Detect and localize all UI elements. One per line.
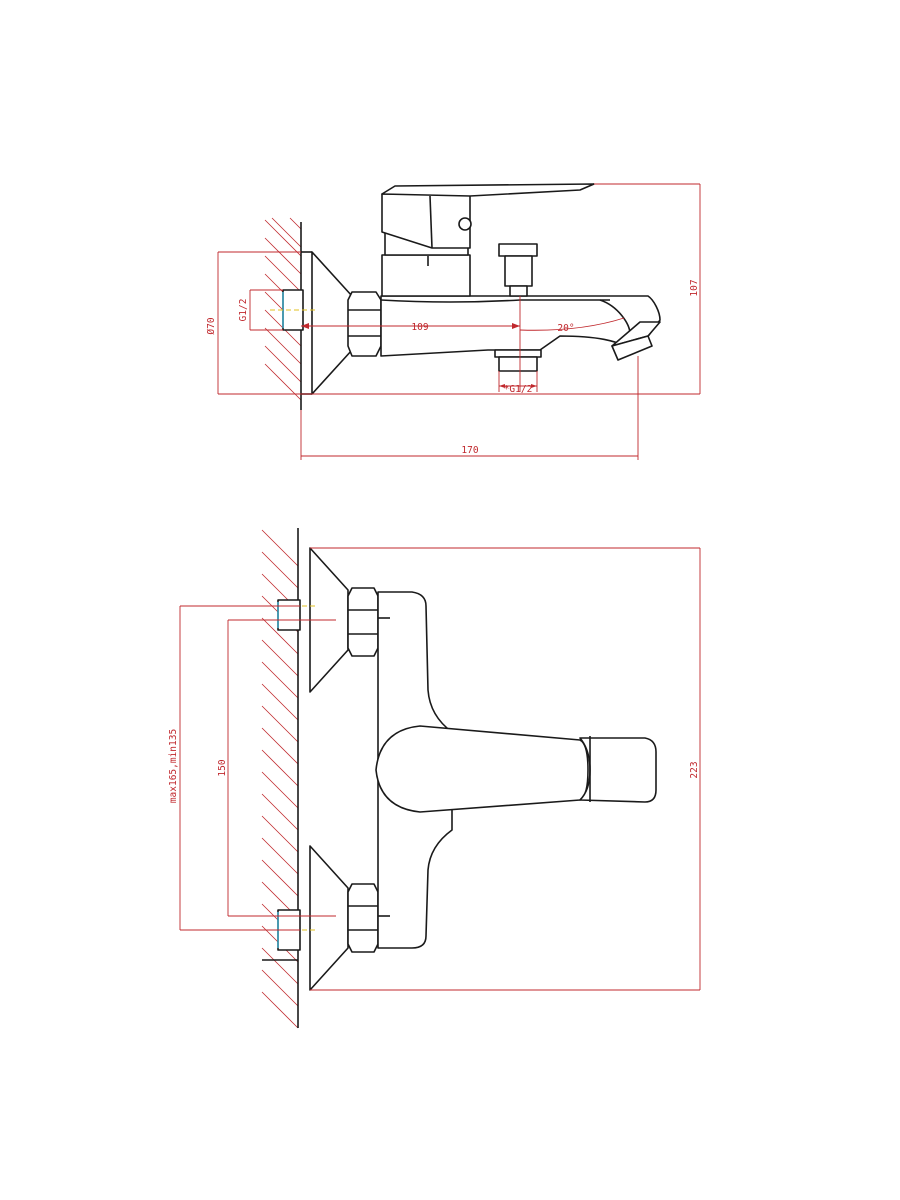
total-depth-label: 170: [461, 445, 478, 456]
height-label: 107: [689, 279, 700, 296]
inlet-thread-label: G1/2: [238, 299, 249, 322]
side-view: Ø70 G1/2 109 20° *G1/2 107 170: [206, 183, 701, 460]
lever-handle-front[interactable]: [375, 725, 589, 813]
hex-nut-side: [347, 291, 382, 357]
arrow-outlet-left: [499, 384, 505, 388]
shower-outlet: [498, 356, 538, 372]
lower-hex-nut: [347, 883, 379, 953]
spout-angle-label: 20°: [557, 323, 574, 334]
flange-dia-label: Ø70: [206, 317, 217, 334]
upper-hex-nut: [347, 587, 379, 657]
outlet-thread-label: *G1/2: [504, 384, 533, 395]
spout-reach-label: 109: [411, 322, 428, 333]
spout-front: [579, 737, 657, 803]
arrow-reach-right: [512, 323, 520, 329]
lever-screw: [458, 217, 472, 231]
width-label: 223: [689, 761, 700, 778]
center-range-label: max165,min135: [168, 729, 179, 803]
upper-inlet-pipe: [277, 599, 301, 631]
lever-handle: [381, 183, 595, 197]
wall-flange-side: [311, 251, 353, 395]
lower-flange: [309, 845, 349, 991]
body-top-contour: [380, 299, 610, 303]
diverter-cap: [498, 243, 538, 257]
arrow-reach-left: [301, 323, 309, 329]
dim-angle-arc: [519, 317, 625, 331]
diverter-knob[interactable]: [504, 255, 533, 287]
shower-outlet-ring: [494, 349, 542, 358]
arrow-outlet-right: [531, 384, 537, 388]
lever-edge: [429, 195, 433, 249]
aerator-tip: [611, 335, 653, 361]
diverter-stem: [509, 285, 528, 297]
front-view: 223 max165,min135 150: [168, 528, 701, 1029]
center-distance-label: 150: [217, 759, 228, 776]
cartridge-housing: [381, 254, 471, 297]
